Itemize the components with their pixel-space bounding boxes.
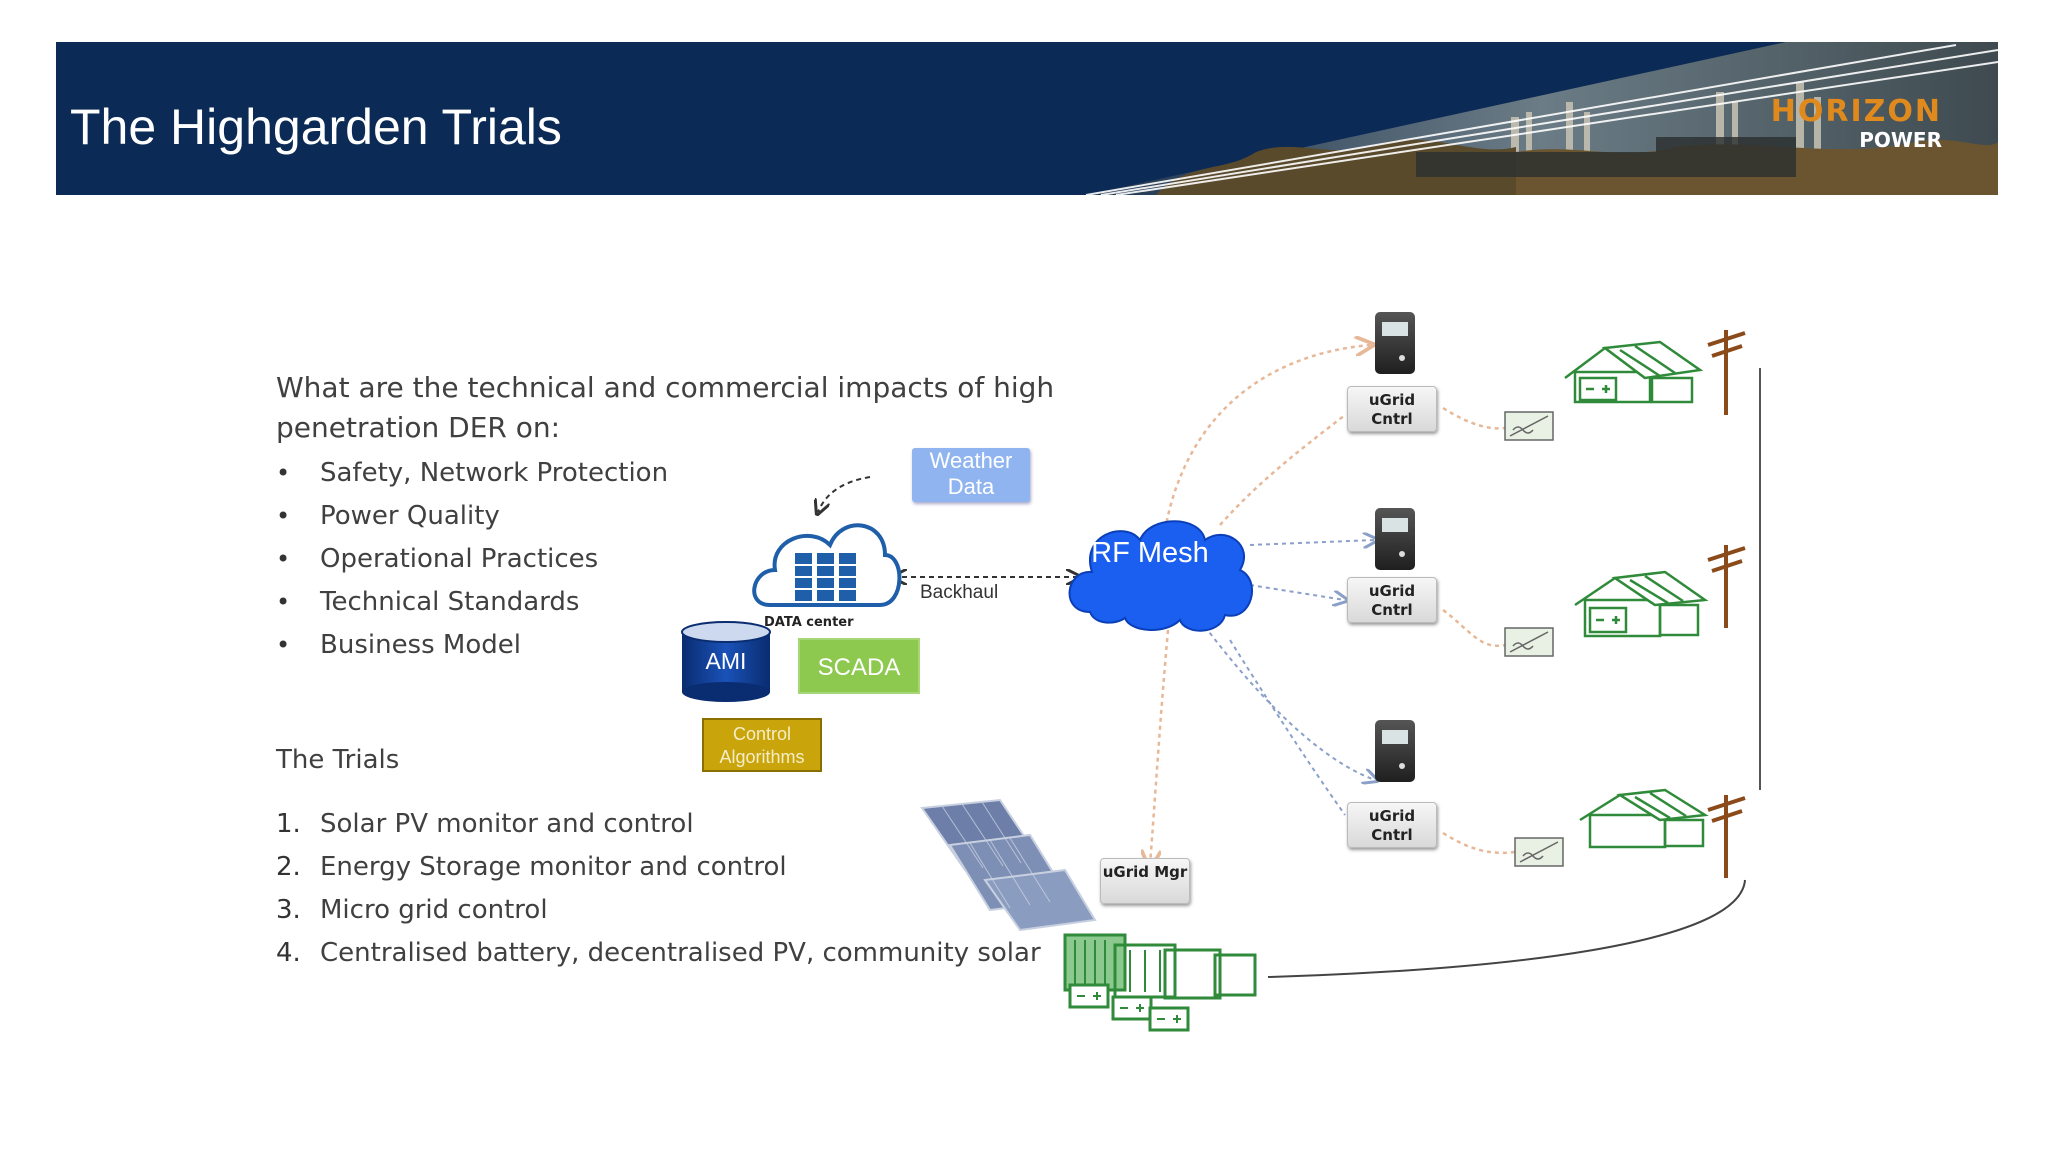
- mesh-to-meter-2: [1249, 540, 1375, 545]
- trial-number: 1.: [276, 809, 301, 839]
- power-pole-icon: [1707, 545, 1746, 628]
- control-algorithms-box: Control Algorithms: [702, 718, 822, 772]
- trial-text: Centralised battery, decentralised PV, c…: [320, 938, 1041, 968]
- connector-lines: [818, 345, 1761, 978]
- mesh-to-ugrid-mgr: [1150, 629, 1170, 865]
- smart-meter-icon: [1375, 720, 1415, 782]
- ugrid-manager-box: uGrid Mgr: [1100, 858, 1190, 904]
- trial-text: Energy Storage monitor and control: [320, 852, 787, 882]
- house-with-solar-icon: [1564, 340, 1704, 404]
- impact-item: Power Quality: [276, 495, 668, 538]
- trial-number: 3.: [276, 895, 301, 925]
- horizon-power-logo: HORIZON POWER: [1770, 94, 1942, 152]
- weather-data-box: Weather Data: [912, 448, 1030, 502]
- ugrid-controller-box: uGrid Cntrl: [1347, 802, 1437, 848]
- impact-item: Safety, Network Protection: [276, 452, 668, 495]
- trial-item: 2. Energy Storage monitor and control: [276, 846, 1041, 889]
- ugrid2-to-inverter: [1442, 608, 1506, 648]
- logo-subtitle: POWER: [1859, 128, 1942, 152]
- rf-mesh-cloud-icon: [1068, 520, 1253, 632]
- data-center-label: DATA center: [764, 615, 854, 630]
- storage-feeder-line: [1267, 879, 1746, 978]
- ugrid1-to-inverter: [1442, 406, 1506, 430]
- trial-item: 1. Solar PV monitor and control: [276, 803, 1041, 846]
- ugrid-controller-box: uGrid Cntrl: [1347, 577, 1437, 623]
- trial-text: Micro grid control: [320, 895, 548, 925]
- logo-wordmark: HORIZON: [1770, 94, 1942, 129]
- power-pole-icon: [1707, 330, 1746, 415]
- inverter-icon: [1514, 837, 1564, 867]
- solar-panels-icon: [920, 798, 1097, 932]
- backhaul-label: Backhaul: [920, 582, 999, 603]
- mesh-to-meter-3: [1199, 619, 1375, 780]
- mesh-to-ugrid-1: [1219, 414, 1346, 526]
- mesh-to-ugrid-2: [1249, 584, 1345, 600]
- rf-mesh-label: RF Mesh: [1091, 537, 1209, 569]
- scada-box: SCADA: [798, 638, 920, 694]
- trial-item: 4. Centralised battery, decentralised PV,…: [276, 932, 1041, 975]
- mesh-to-meter-1: [1163, 345, 1370, 531]
- trial-item: 3. Micro grid control: [276, 889, 1041, 932]
- impact-item: Operational Practices: [276, 538, 668, 581]
- substation-structures: [1416, 137, 1796, 177]
- trials-heading: The Trials: [276, 745, 400, 775]
- house-with-solar-icon: [1574, 570, 1709, 638]
- impacts-question: What are the technical and commercial im…: [276, 371, 1055, 444]
- slide-title: The Highgarden Trials: [70, 99, 562, 155]
- weather-to-datacenter-arrow: [818, 476, 871, 512]
- battery-storage-icon: [1063, 933, 1257, 1032]
- ami-label: AMI: [705, 648, 747, 674]
- inverter-icon: [1504, 627, 1554, 657]
- inverter-icon: [1504, 411, 1554, 441]
- trial-number: 2.: [276, 852, 301, 882]
- trial-text: Solar PV monitor and control: [320, 809, 694, 839]
- house-with-solar-icon: [1579, 788, 1709, 849]
- smart-meter-icon: [1375, 508, 1415, 570]
- mesh-to-ugrid-3: [1229, 639, 1346, 816]
- data-center-cloud-icon: [752, 523, 902, 607]
- ugrid-controller-box: uGrid Cntrl: [1347, 386, 1437, 432]
- swoosh-lines: [1085, 44, 1998, 195]
- smart-meter-icon: [1375, 312, 1415, 374]
- trial-number: 4.: [276, 938, 301, 968]
- ugrid3-to-inverter: [1442, 831, 1516, 855]
- header-banner-art: [1085, 42, 1998, 195]
- impacts-list: Safety, Network Protection Power Quality…: [276, 452, 668, 667]
- slide-header: The Highgarden Trials HORIZON POWER: [56, 42, 1998, 195]
- ami-database-icon: [681, 621, 771, 702]
- power-pole-icon: [1707, 795, 1746, 878]
- trials-list: 1. Solar PV monitor and control 2. Energy …: [276, 803, 1041, 975]
- impact-item: Business Model: [276, 624, 668, 667]
- impact-item: Technical Standards: [276, 581, 668, 624]
